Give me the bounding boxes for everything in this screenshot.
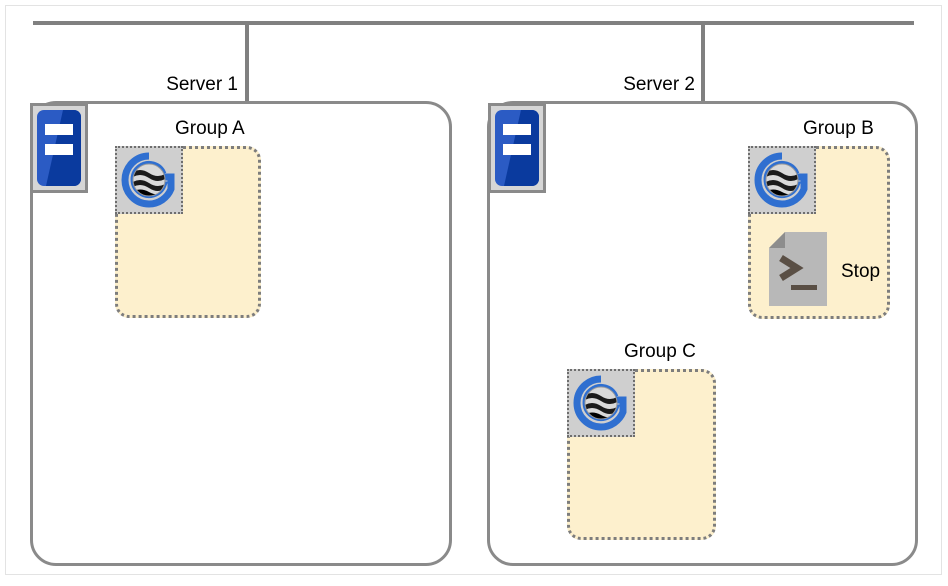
group-b-label: Group B	[803, 118, 874, 139]
group-a-label: Group A	[175, 118, 245, 139]
network-drop-line-server-2	[701, 21, 705, 102]
network-bus-horizontal-line	[33, 21, 914, 25]
script-label: Stop	[841, 261, 881, 282]
network-drop-line-server-1	[245, 21, 249, 102]
script-item-stop[interactable]: Stop	[769, 232, 880, 311]
server-1-container[interactable]	[30, 101, 452, 566]
group-c-container[interactable]	[567, 369, 716, 540]
group-c-label: Group C	[624, 341, 696, 362]
globe-g-logo-icon[interactable]	[748, 146, 816, 214]
server-2-label: Server 2	[623, 74, 695, 95]
script-file-icon	[769, 232, 827, 311]
server-icon[interactable]	[488, 103, 546, 193]
server-1-label: Server 1	[166, 74, 238, 95]
globe-g-logo-icon[interactable]	[115, 146, 183, 214]
globe-g-logo-icon[interactable]	[567, 369, 635, 437]
server-icon[interactable]	[30, 103, 88, 193]
server-2-container[interactable]	[487, 101, 918, 566]
